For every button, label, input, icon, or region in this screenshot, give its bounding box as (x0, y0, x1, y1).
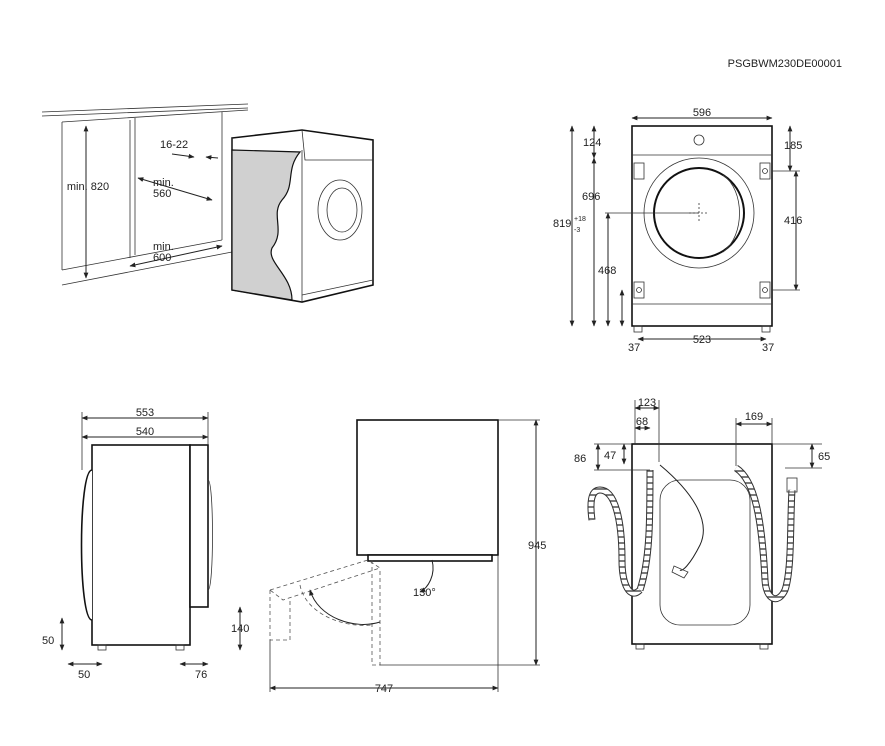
rear-inlet-height: 47 (604, 450, 616, 462)
niche-perspective-view: min. 820 min. 560 min. 600 16-22 (41, 103, 374, 303)
front-top-offset: 124 (583, 137, 601, 149)
front-foot-spacing: 523 (693, 334, 711, 346)
side-depth-body: 540 (136, 426, 154, 438)
niche-depth-range: 16-22 (160, 139, 188, 151)
front-lower-fixing: 468 (598, 265, 616, 277)
niche-min-depth-value: 600 (153, 252, 171, 264)
niche-min-width-label: min. (153, 177, 174, 189)
rear-inlet-offset: 68 (636, 416, 648, 428)
front-total-height-sub: -3 (574, 227, 580, 234)
rear-left-height: 86 (574, 453, 586, 465)
niche-min-depth-label: min. (153, 241, 174, 253)
product-code: PSGBWM230DE00001 (728, 58, 842, 70)
side-plinth-height: 140 (231, 623, 249, 635)
rear-right-hose-offset: 169 (745, 411, 763, 423)
niche-min-width-value: 560 (153, 188, 171, 200)
front-right-top: 185 (784, 140, 802, 152)
door-depth-open: 747 (375, 683, 393, 695)
door-height: 945 (528, 540, 546, 552)
front-width: 596 (693, 107, 711, 119)
front-total-height: 819 (553, 218, 571, 230)
front-total-height-sup: +18 (574, 216, 586, 223)
rear-view: 123 68 86 47 169 65 (574, 397, 830, 650)
front-view: 596 819 +18 -3 124 696 468 185 416 523 3… (553, 107, 802, 354)
door-angle: 130° (413, 587, 436, 599)
side-foot-offset: 50 (78, 669, 90, 681)
rear-right-height: 65 (818, 451, 830, 463)
side-depth-total: 553 (136, 407, 154, 419)
door-opening-view: 130° 945 747 (269, 419, 546, 695)
front-fixing-spacing: 416 (784, 215, 802, 227)
front-drum-height: 696 (582, 191, 600, 203)
side-view: 553 540 50 50 140 76 (42, 407, 249, 681)
side-left-foot-height: 50 (42, 635, 54, 647)
rear-drain-offset: 123 (638, 397, 656, 409)
front-foot-left: 37 (628, 342, 640, 354)
niche-min-height: min. 820 (67, 181, 109, 193)
front-foot-right: 37 (762, 342, 774, 354)
side-plinth-depth: 76 (195, 669, 207, 681)
